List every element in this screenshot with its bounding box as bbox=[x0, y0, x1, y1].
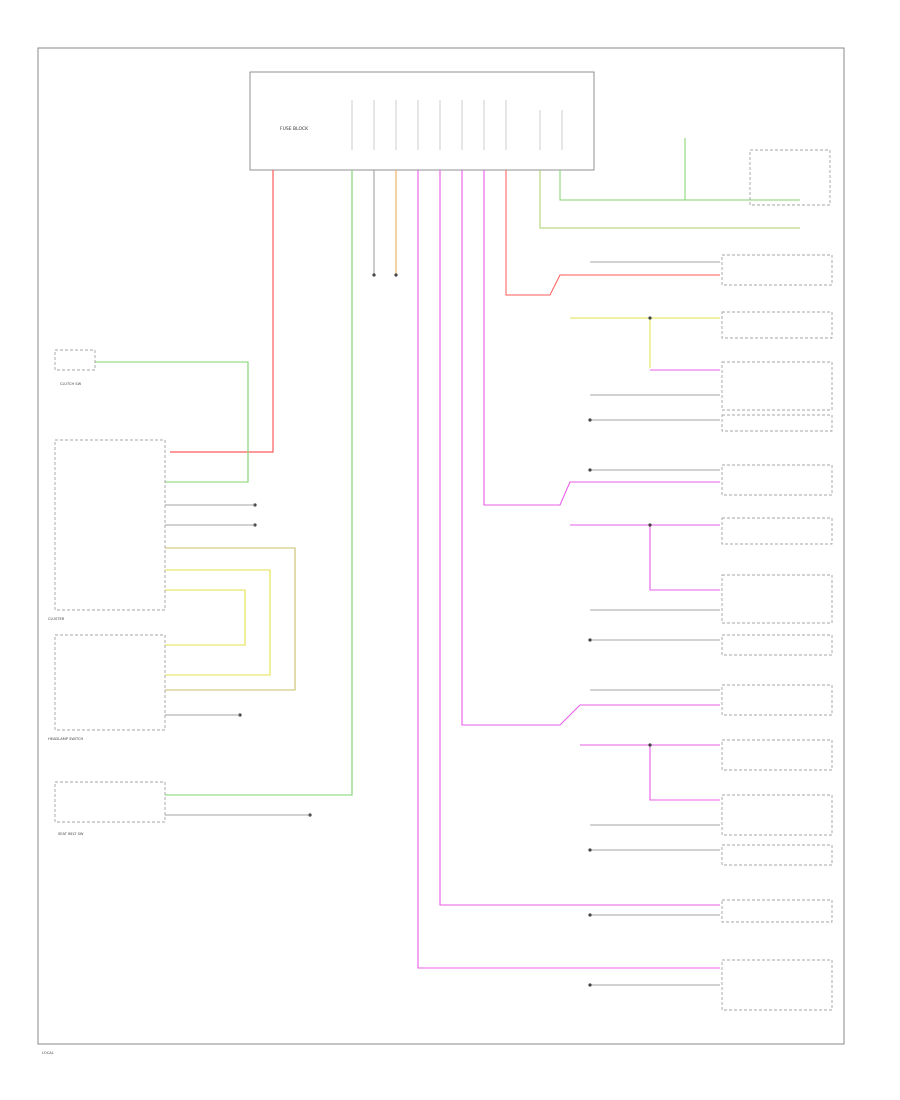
module-pin-labels bbox=[351, 100, 563, 150]
wire-green-clutch bbox=[95, 361, 249, 483]
diagram-frame bbox=[37, 47, 845, 1045]
seatbelt-label: SEAT BELT SW bbox=[58, 832, 84, 836]
headlamp-switch-box bbox=[54, 634, 166, 731]
wire-yellow-1 bbox=[165, 569, 271, 676]
wire-olive-1 bbox=[165, 547, 296, 691]
wire-red bbox=[170, 170, 274, 453]
wire-yellow-2 bbox=[165, 589, 246, 646]
connector-dots bbox=[238, 273, 652, 987]
wire-magenta-3 bbox=[461, 170, 720, 726]
left-gray-wires bbox=[165, 504, 310, 816]
wire-red-2 bbox=[505, 170, 720, 296]
wire-magenta-4 bbox=[483, 170, 720, 506]
cluster-box bbox=[54, 439, 166, 611]
wire-magenta-6 bbox=[649, 525, 720, 591]
right-components bbox=[721, 149, 833, 1011]
headlamp-switch-label: HEADLAMP SWITCH bbox=[48, 737, 84, 741]
footer-code: LOCAL bbox=[42, 1051, 54, 1055]
wire-green-top-1 bbox=[559, 170, 800, 201]
wire-magenta-8 bbox=[649, 745, 720, 801]
wire-magenta-1 bbox=[417, 170, 720, 969]
wire-green-seatbelt bbox=[165, 170, 353, 796]
clutch-label: CLUTCH SW bbox=[60, 382, 82, 386]
fuse-label: FUSE BLOCK bbox=[280, 126, 309, 132]
seatbelt-box bbox=[54, 781, 166, 823]
body-control-module bbox=[249, 71, 595, 171]
wire-green-top-2 bbox=[539, 170, 800, 229]
cluster-label: CLUSTER bbox=[48, 617, 65, 621]
ground-lines bbox=[590, 261, 720, 986]
wire-magenta-2 bbox=[439, 170, 720, 906]
clutch-switch-box bbox=[54, 349, 96, 371]
